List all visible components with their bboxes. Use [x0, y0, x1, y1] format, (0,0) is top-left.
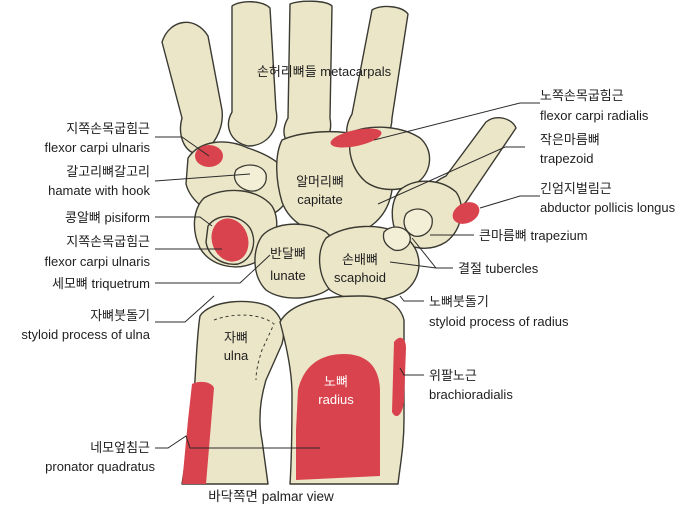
label-radius-ko: 노뼈 [324, 374, 348, 389]
label-tubercles: 결절 tubercles [458, 261, 539, 276]
label-pronator-ko: 네모엎침근 [90, 440, 150, 455]
leader-tubercles-2 [389, 261, 437, 269]
label-styloid-ulna-ko: 자뼈붓돌기 [90, 308, 150, 323]
label-triquetrum: 세모뼈 triquetrum [52, 276, 150, 291]
leader-styloid-ulna [155, 295, 215, 323]
metacarpal-5 [161, 21, 223, 155]
bone-labels: 손허리뼈들 metacarpals 알머리뼈 capitate 반달뼈 luna… [224, 64, 392, 407]
label-hamate-en: hamate with hook [48, 183, 150, 198]
label-fcu2-ko: 지쪽손목굽힘근 [66, 234, 150, 249]
label-lunate-ko: 반달뼈 [270, 246, 306, 261]
label-styloid-radius-ko: 노뼈붓돌기 [429, 294, 489, 309]
label-brachio-ko: 위팔노근 [429, 368, 477, 383]
carpal-bones [185, 126, 463, 301]
label-trapezoid-en: trapezoid [540, 151, 593, 166]
scaphoid-tubercle [382, 226, 411, 252]
label-hamate-ko: 갈고리뼈갈고리 [66, 164, 150, 179]
label-styloid-ulna-en: styloid process of ulna [21, 327, 150, 342]
view-caption: 바닥쪽면 palmar view [208, 489, 334, 504]
leader-trapezoid [377, 146, 525, 205]
label-trapezoid-ko: 작은마름뼈 [540, 132, 600, 147]
label-fcu1-ko: 지쪽손목굽힘근 [66, 121, 150, 136]
trapezium-tubercle [403, 208, 433, 237]
label-pisiform: 콩알뼈 pisiform [65, 210, 150, 225]
apl-insertion [452, 202, 480, 224]
brachioradialis-insertion [392, 337, 406, 417]
leader-fcr [373, 102, 540, 141]
label-pronator-en: pronator quadratus [45, 459, 155, 474]
leader-apl [479, 195, 540, 209]
fcu-insertion-pisiform [211, 218, 249, 262]
label-fcu1-en: flexor carpi ulnaris [45, 140, 151, 155]
pronator-insertion-radius [296, 354, 380, 480]
leader-styloid-radius [399, 295, 424, 302]
leader-fcu1 [155, 136, 210, 157]
leader-triquetrum [155, 254, 271, 284]
hamate-hook [233, 164, 267, 192]
label-ulna-en: ulna [224, 348, 249, 363]
label-scaphoid-ko: 손배뼈 [342, 252, 378, 267]
leader-brachio [399, 367, 424, 376]
metacarpal-4 [227, 1, 278, 147]
label-styloid-radius-en: styloid process of radius [429, 314, 569, 329]
label-capitate-ko: 알머리뼈 [296, 174, 344, 189]
leader-pronator [155, 435, 320, 449]
leader-lines [154, 102, 540, 449]
leader-pisiform [155, 216, 213, 227]
label-fcr-ko: 노쪽손목굽힘근 [540, 88, 624, 103]
label-radius-en: radius [318, 392, 354, 407]
pronator-insertion-ulna [182, 381, 214, 484]
label-capitate-en: capitate [297, 192, 343, 207]
label-trapezium: 큰마름뼈 trapezium [479, 228, 588, 243]
label-scaphoid-en: scaphoid [334, 270, 386, 285]
right-callouts: 노쪽손목굽힘근 flexor carpi radialis 작은마름뼈 trap… [429, 88, 676, 402]
label-lunate-en: lunate [270, 268, 305, 283]
left-callouts: 지쪽손목굽힘근 flexor carpi ulnaris 갈고리뼈갈고리 ham… [21, 121, 155, 474]
fcr-insertion [330, 128, 382, 148]
label-brachio-en: brachioradialis [429, 387, 513, 402]
label-metacarpals: 손허리뼈들 metacarpals [257, 64, 392, 79]
metacarpal-bones [161, 0, 517, 213]
label-fcu2-en: flexor carpi ulnaris [45, 254, 151, 269]
label-ulna-ko: 자뼈 [224, 330, 248, 345]
ulna-articular-outline [213, 314, 275, 381]
label-apl-ko: 긴엄지벌림근 [540, 181, 612, 196]
leader-hamate [154, 173, 251, 182]
label-apl-en: abductor pollicis longus [540, 200, 676, 215]
label-fcr-en: flexor carpi radialis [540, 108, 649, 123]
